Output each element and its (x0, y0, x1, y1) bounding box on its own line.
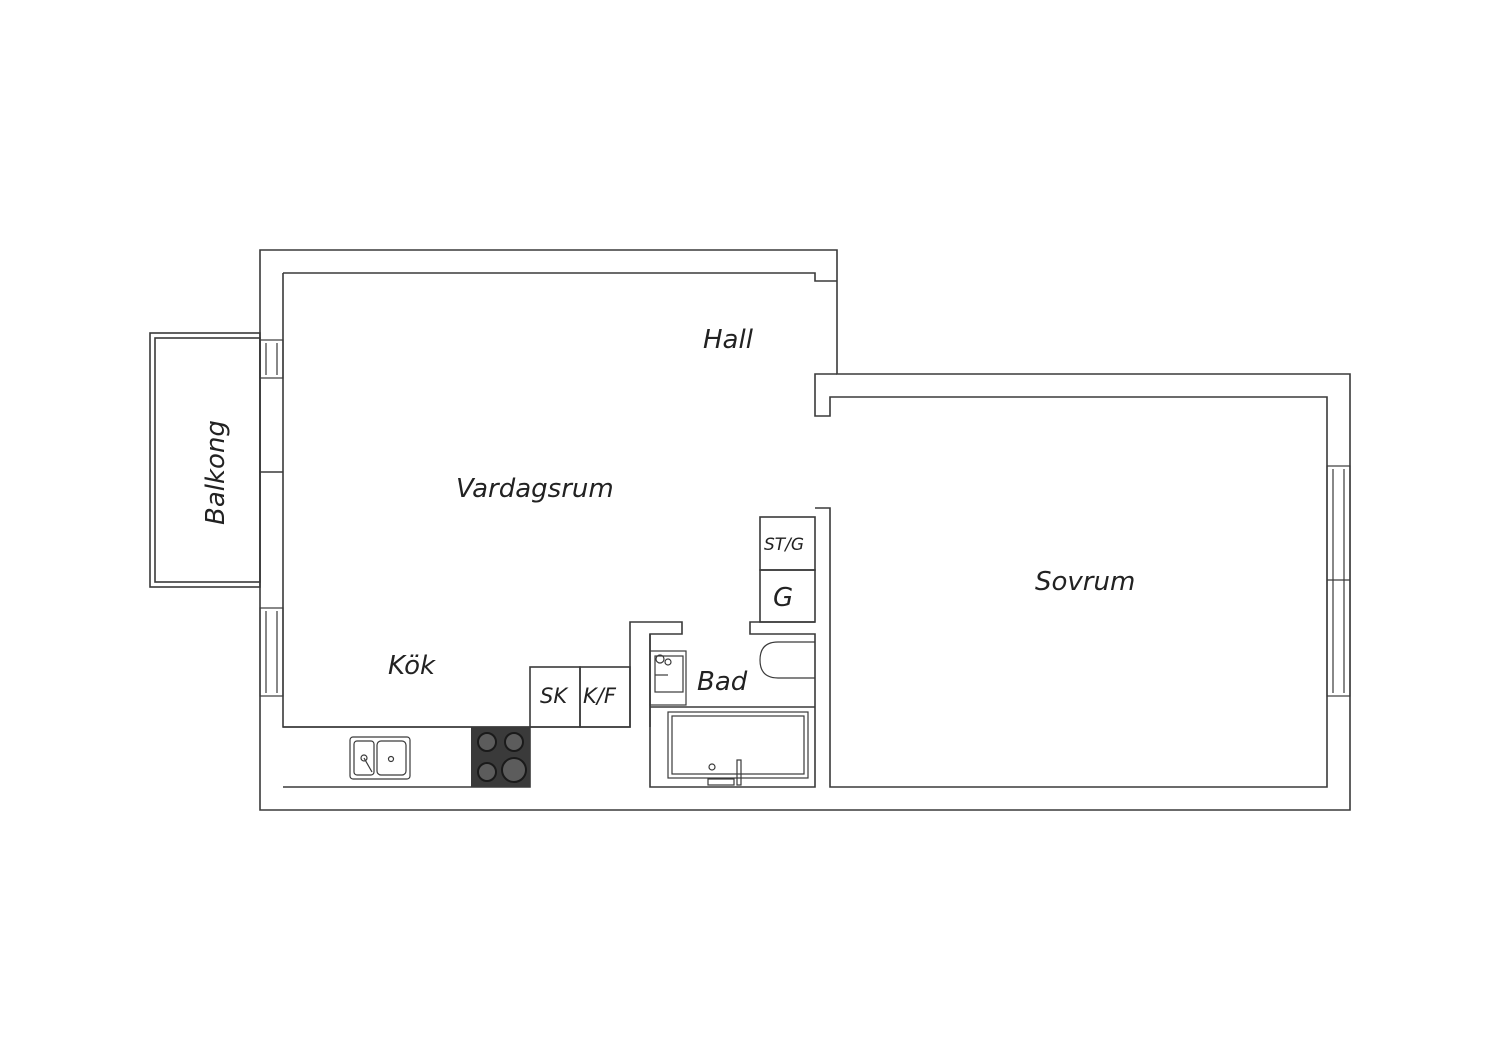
fixture-label-sk: SK (540, 684, 569, 708)
kitchen-cabinets (529, 666, 631, 728)
fixture-label-kf: K/F (583, 684, 617, 708)
sink-icon (349, 736, 411, 780)
outer-wall (259, 249, 1351, 811)
bathroom (649, 621, 816, 788)
bathtub-icon (667, 711, 809, 779)
hall-partition (814, 373, 1328, 788)
windows (259, 339, 1351, 697)
room-label-vardagsrum: Vardagsrum (456, 474, 614, 504)
toilet-icon (759, 641, 815, 679)
room-label-kok: Kök (388, 651, 436, 681)
closets (759, 516, 816, 623)
room-label-hall: Hall (703, 325, 754, 355)
fixture-label-g: G (773, 583, 793, 613)
fixture-label-stg: ST/G (764, 535, 804, 555)
kitchen-counter (283, 726, 531, 788)
room-label-bad: Bad (697, 667, 748, 697)
room-label-balkong: Balkong (201, 420, 231, 525)
washbasin-icon (649, 650, 687, 706)
room-label-sovrum: Sovrum (1035, 567, 1135, 597)
